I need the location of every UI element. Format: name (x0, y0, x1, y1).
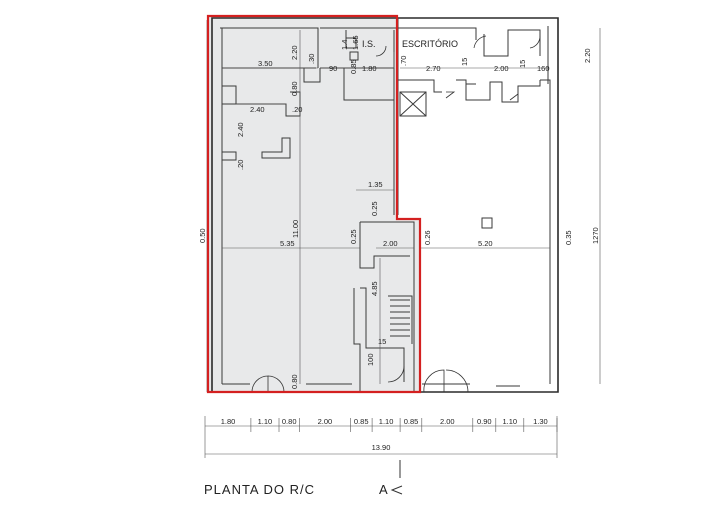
dim-label: 160 (537, 64, 550, 73)
bottom-dimension-chain: 13.90 1.80 1.10 0.80 2.00 0.85 1.10 0.85 2.00 0.… (204, 416, 558, 458)
dim-label: 2.20 (583, 48, 592, 63)
dim-label: 15 (378, 337, 386, 346)
bottom-dim-label: 0.85 (354, 417, 369, 426)
dim-label: 1270 (591, 227, 600, 244)
bottom-dim-label: 0.85 (404, 417, 419, 426)
dim-label: 1.65 (351, 35, 360, 50)
dim-label: 5.20 (478, 239, 493, 248)
dim-label: 0.25 (349, 229, 358, 244)
dim-label: 0.50 (198, 228, 207, 243)
room-label-is: I.S. (362, 39, 376, 49)
dim-label: 0.85 (349, 59, 358, 74)
dim-label: 15 (460, 58, 469, 66)
dim-label: 2.70 (426, 64, 441, 73)
bottom-dim-label: 0.80 (282, 417, 297, 426)
dim-label: 0.35 (564, 230, 573, 245)
building-walls (211, 17, 559, 393)
dim-label: 0.80 (290, 81, 299, 96)
dim-label: 0.80 (290, 374, 299, 389)
bottom-dim-label: 0.90 (477, 417, 492, 426)
total-width-label: 13.90 (372, 443, 391, 452)
dim-label: 4.85 (370, 281, 379, 296)
bottom-dim-label: 2.00 (318, 417, 333, 426)
dim-label: 15 (518, 60, 527, 68)
dim-label: 2.40 (250, 105, 265, 114)
room-label-escritorio: ESCRITÓRIO (402, 39, 458, 49)
highlighted-zone-fill (208, 16, 420, 392)
dim-label: 3.50 (258, 59, 273, 68)
dim-label: 2.20 (290, 45, 299, 60)
dim-label: 100 (366, 353, 375, 366)
dim-label: .20 (292, 105, 302, 114)
stair-treads (390, 299, 410, 337)
dim-label: 90 (329, 64, 337, 73)
bottom-dim-label: 1.80 (221, 417, 236, 426)
dim-label: 0.26 (423, 230, 432, 245)
dim-label: 1.80 (362, 64, 377, 73)
section-mark-label: A (379, 482, 389, 497)
highlighted-zone-outline (206, 14, 422, 394)
door-swings (251, 35, 541, 393)
bottom-dim-label: 1.10 (379, 417, 394, 426)
dim-label: .30 (307, 54, 316, 64)
dimension-labels: 3.50 2.20 .30 90 1.4 1.65 0.85 1.80 .70 … (198, 35, 600, 389)
dim-label: 11.00 (291, 220, 300, 238)
section-mark-arrow-icon (390, 460, 403, 495)
bottom-dim-label: 1.30 (533, 417, 548, 426)
bottom-dim-label: 1.10 (258, 417, 273, 426)
dim-label: 1.4 (340, 40, 349, 50)
dim-label: 5.35 (280, 239, 295, 248)
drawing-title: PLANTA DO R/C (204, 482, 315, 497)
bottom-dim-label: 2.00 (440, 417, 455, 426)
dim-label: .20 (236, 160, 245, 170)
dim-label: 1.35 (368, 180, 383, 189)
dim-label: 2.00 (494, 64, 509, 73)
dim-label: 2.00 (383, 239, 398, 248)
dim-label: 2.40 (236, 122, 245, 137)
dim-label: 0.25 (370, 201, 379, 216)
bottom-dim-label: 1.10 (502, 417, 517, 426)
dim-label: .70 (399, 56, 408, 66)
